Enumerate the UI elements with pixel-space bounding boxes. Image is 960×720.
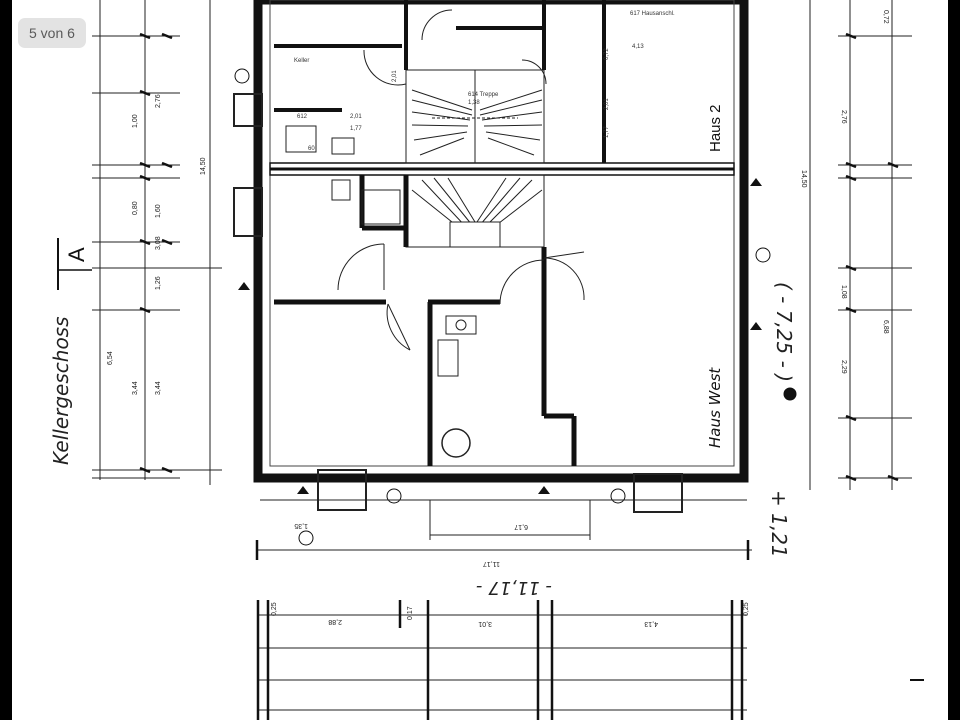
dim-text: 14,50 (800, 170, 807, 188)
bottom-dimension-lines (256, 499, 752, 711)
left-dimension-lines (92, 0, 222, 485)
bottom-note: - 11,17 - (476, 577, 552, 598)
dim-text: 6,17 (514, 523, 528, 530)
dim-text: 2,01 (392, 70, 398, 82)
level-label: Kellergeschoss (49, 316, 73, 465)
dim-text: 1,77 (350, 126, 362, 132)
bottom-dimension-texts: 2,88 3,01 4,13 6,17 1,35 11,17 0,25 0,25… (271, 522, 750, 627)
dim-text: 2,76 (840, 110, 847, 124)
doors (337, 9, 585, 351)
dim-text: 0,80 (132, 201, 139, 215)
house-west-label: Haus West (706, 367, 724, 448)
dim-text: 1,60 (155, 204, 162, 218)
house-2-label: Haus 2 (707, 104, 724, 152)
dim-text: 0,25 (271, 602, 278, 616)
dim-text: 3,01 (478, 620, 492, 627)
dim-text: 1,00 (132, 114, 139, 128)
dim-text: 2,01 (604, 98, 610, 110)
right-dimension-lines (809, 0, 912, 490)
dim-text: 0,17 (407, 606, 414, 620)
dim-text: 14,50 (200, 157, 207, 175)
dim-text: 1,08 (840, 285, 847, 299)
plus-note: + 1,21 (767, 490, 791, 558)
dim-text: 0,72 (604, 48, 610, 60)
interior-walls-lower (274, 175, 577, 466)
dim-text: 11,17 (483, 560, 500, 567)
dim-text: 2,01 (350, 114, 362, 120)
dim-text: 3,08 (155, 236, 162, 250)
document-page: 1,00 0,80 3,44 2,76 1,60 3,08 1,26 3,44 … (12, 0, 948, 720)
room-annotations: Keller 612 60 2,01 1,77 614 Treppe 1,38 … (294, 11, 675, 152)
dim-text: 6,54 (107, 351, 114, 365)
section-letter: A (64, 247, 89, 262)
dim-text: 3,44 (132, 381, 139, 395)
dim-text: 1,26 (155, 276, 162, 290)
svg-text:614 Treppe: 614 Treppe (468, 92, 499, 98)
dim-text: 0,72 (882, 10, 889, 24)
right-dimension-texts: 2,76 1,08 2,29 6,88 14,50 0,72 (800, 10, 889, 374)
left-dimension-ticks (139, 32, 173, 474)
dim-text: 2,29 (840, 360, 847, 374)
dim-text: 3,44 (155, 381, 162, 395)
left-dimension-texts: 1,00 0,80 3,44 2,76 1,60 3,08 1,26 3,44 … (107, 94, 207, 395)
dim-text: 1,35 (294, 522, 308, 529)
dim-text: 4,13 (644, 620, 658, 627)
bottom-dimension-ticks (255, 540, 750, 720)
interior-walls-upper (274, 0, 606, 163)
section-triangles (238, 178, 762, 494)
dim-text: 0,25 (743, 602, 750, 616)
section-marker: A (57, 238, 92, 290)
dim-text: 2,76 (155, 94, 162, 108)
svg-text:617 Hausanschl.: 617 Hausanschl. (630, 11, 675, 17)
dim-text: 4,13 (632, 44, 644, 50)
building: Keller 612 60 2,01 1,77 614 Treppe 1,38 … (233, 0, 749, 513)
svg-text:1,38: 1,38 (468, 100, 480, 106)
dim-text: 2,88 (328, 618, 342, 625)
floor-plan: 1,00 0,80 3,44 2,76 1,60 3,08 1,26 3,44 … (49, 0, 924, 720)
svg-text:Keller: Keller (294, 58, 309, 64)
fixtures (233, 93, 683, 513)
staircase-upper (405, 69, 545, 164)
dim-text: 6,88 (882, 320, 889, 334)
height-note: ( - 7,25 - ) (772, 282, 796, 382)
dim-text: 1,77 (604, 126, 610, 138)
staircase-lower (405, 174, 545, 248)
svg-text:60: 60 (308, 146, 315, 152)
svg-text:612: 612 (297, 114, 308, 120)
right-dimension-ticks (845, 32, 899, 482)
page-counter: 5 von 6 (18, 18, 86, 48)
